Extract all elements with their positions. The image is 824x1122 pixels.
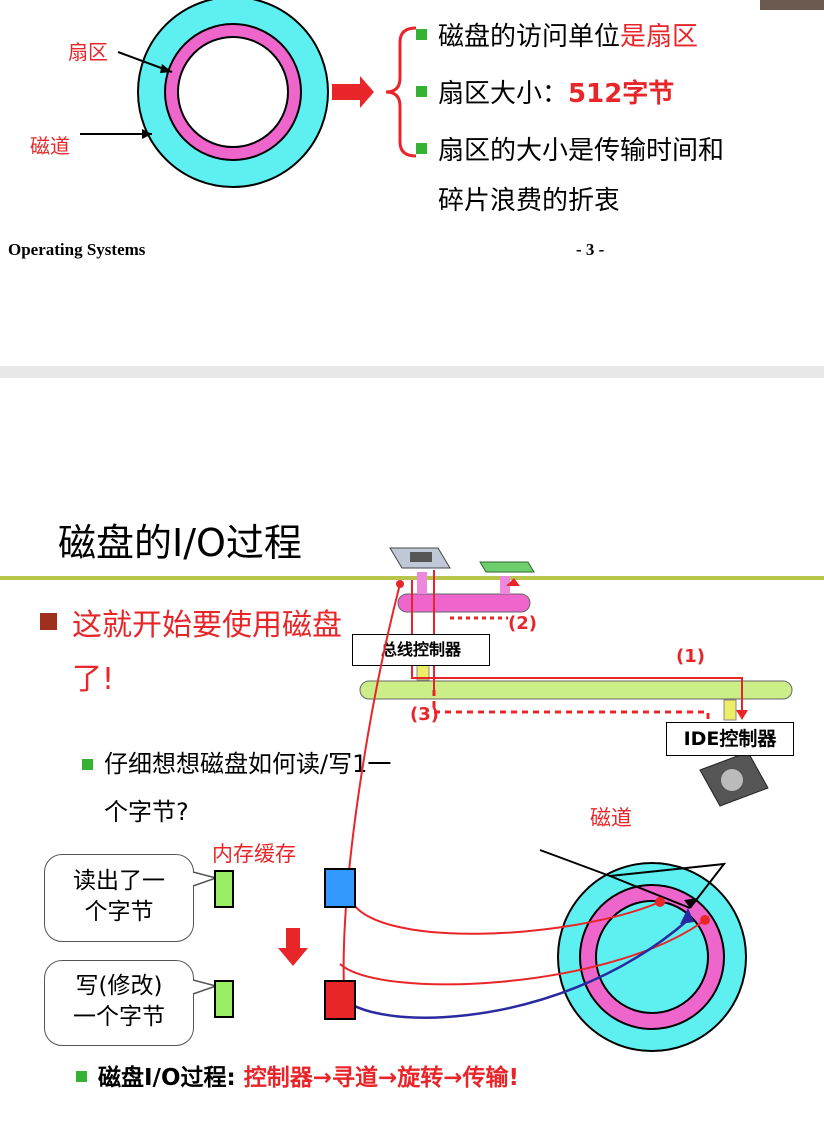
step-1-label: (1) [676, 646, 705, 667]
bullet-access-unit: 磁盘的访问单位是扇区 [438, 16, 698, 53]
process-steps: 控制器→寻道→旋转→传输! [243, 1065, 520, 1091]
cache-cell-write-source [214, 980, 234, 1018]
cache-cell-read-source [214, 870, 234, 908]
cache-connector-line [342, 580, 404, 991]
disk-sector-diagram [80, 0, 329, 188]
track-label: 磁道 [30, 134, 70, 158]
bullet-text: 扇区大小： [438, 79, 569, 109]
sector-label: 扇区 [68, 40, 108, 64]
process-line: 磁盘I/O过程: 控制器→寻道→旋转→传输! [98, 1058, 519, 1092]
read-bubble-line1: 读出了一 [73, 868, 165, 894]
main-bullet-line2: 了! [72, 662, 115, 697]
main-bullet-line1: 这就开始要使用磁盘 [72, 608, 342, 643]
right-arrow-icon [332, 26, 417, 158]
bullet-icon [416, 143, 427, 154]
memory-module-icon [479, 561, 535, 573]
sub-bullet-line2: 个字节? [104, 798, 189, 826]
cache-cell-read [324, 868, 356, 908]
slide-title: 磁盘的I/O过程 [58, 521, 302, 565]
slide-separator [0, 366, 824, 378]
bullet-icon [416, 86, 427, 97]
bullet-highlight: 512字节 [568, 79, 675, 109]
bullet-icon [76, 1071, 87, 1082]
bullet-icon [82, 759, 93, 770]
read-bubble: 读出了一 个字节 [44, 854, 194, 942]
bus-controller-box: 总线控制器 [352, 634, 490, 666]
sub-bullet-line1: 仔细想想磁盘如何读/写1一 [104, 750, 392, 778]
disk-read-write-diagram [192, 849, 747, 1052]
read-bubble-line2: 个字节 [84, 899, 154, 925]
track-label-2: 磁道 [590, 806, 632, 830]
bullet-icon [416, 29, 427, 40]
footer-course: Operating Systems [8, 240, 146, 259]
footer-page-number: - 3 - [576, 240, 605, 259]
write-bubble-line2: 一个字节 [73, 1004, 165, 1030]
bullet-text: 磁盘的访问单位 [438, 22, 621, 52]
ide-controller-box: IDE控制器 [666, 722, 794, 756]
title-rule [0, 576, 824, 580]
cache-cell-write [324, 980, 356, 1020]
bullet-highlight: 是扇区 [620, 22, 699, 52]
step-3-label: (3) [410, 704, 439, 725]
bullet-tradeoff-line1: 扇区的大小是传输时间和 [438, 136, 725, 166]
cpu-chip-icon [389, 547, 451, 569]
io-bus-diagram [359, 547, 793, 807]
write-bubble-line1: 写(修改) [75, 973, 163, 999]
bullet-sector-size: 扇区大小：512字节 [438, 73, 674, 110]
bullet-tradeoff-line2: 碎片浪费的折衷 [438, 186, 621, 216]
cache-label: 内存缓存 [212, 842, 296, 866]
presenter-photo [760, 0, 824, 10]
bullet-icon [40, 613, 57, 630]
hard-drive-icon [699, 751, 769, 807]
write-bubble: 写(修改) 一个字节 [44, 960, 194, 1046]
process-label: 磁盘I/O过程: [98, 1065, 244, 1091]
step-2-label: (2) [508, 613, 537, 634]
